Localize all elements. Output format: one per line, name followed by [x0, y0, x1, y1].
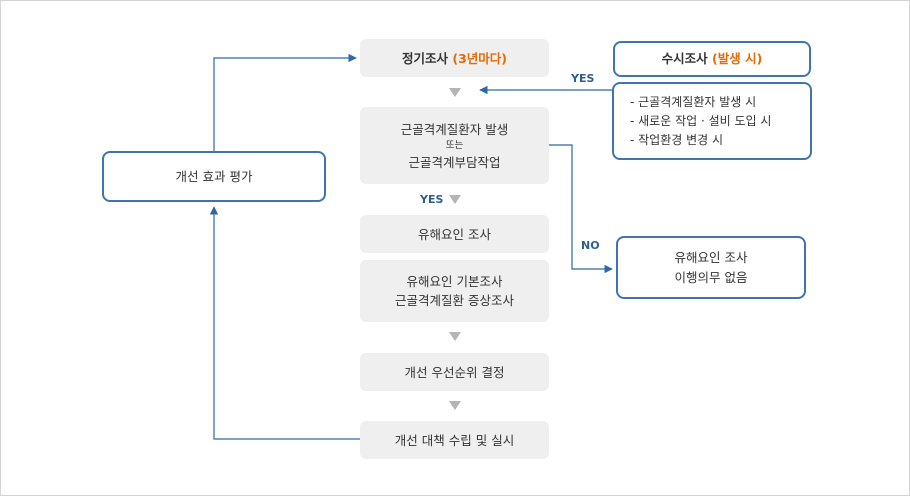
- yes-label-top: YES: [571, 72, 595, 85]
- trigger-line2: 근골격계부담작업: [408, 154, 501, 170]
- no-label: NO: [581, 239, 600, 252]
- condition-item: - 근골격계질환자 발생 시: [630, 94, 757, 109]
- periodic-title-accent: (3년마다): [452, 50, 507, 66]
- evaluation-label: 개선 효과 평가: [175, 168, 253, 184]
- basic-survey-line2: 근골격계질환 증상조사: [395, 293, 514, 308]
- hazard-survey-label: 유해요인 조사: [418, 226, 491, 242]
- connector-no-branch: [549, 144, 613, 274]
- yes-label-mid: YES: [420, 193, 444, 206]
- periodic-title: 정기조사: [402, 50, 449, 66]
- priority-box: 개선 우선순위 결정: [360, 353, 549, 391]
- condition-item: - 작업환경 변경 시: [630, 132, 724, 147]
- condition-item: - 새로운 작업 · 설비 도입 시: [630, 113, 772, 128]
- implementation-box: 개선 대책 수립 및 실시: [360, 421, 549, 459]
- basic-survey-box: 유해요인 기본조사 근골격계질환 증상조사: [360, 260, 549, 322]
- hazard-survey-box: 유해요인 조사: [360, 215, 549, 253]
- connector-implement-to-evaluation: [209, 206, 360, 440]
- flow-arrow-down: [449, 332, 461, 341]
- occasional-survey-box: 수시조사 (발생 시): [613, 41, 811, 77]
- no-duty-box: 유해요인 조사 이행의무 없음: [616, 236, 806, 299]
- trigger-condition-box: 근골격계질환자 발생 또는 근골격계부담작업: [360, 107, 549, 184]
- no-duty-line1: 유해요인 조사: [674, 249, 748, 265]
- trigger-or: 또는: [445, 139, 464, 151]
- priority-label: 개선 우선순위 결정: [404, 364, 505, 380]
- occasional-title: 수시조사: [661, 51, 708, 66]
- periodic-survey-box: 정기조사 (3년마다): [360, 39, 549, 77]
- implementation-label: 개선 대책 수립 및 실시: [394, 432, 515, 448]
- trigger-line1: 근골격계질환자 발생: [400, 121, 509, 137]
- occasional-conditions-box: - 근골격계질환자 발생 시 - 새로운 작업 · 설비 도입 시 - 작업환경…: [612, 82, 812, 160]
- flow-arrow-down: [449, 88, 461, 97]
- no-duty-line2: 이행의무 없음: [674, 269, 748, 285]
- occasional-title-accent: (발생 시): [712, 51, 763, 66]
- evaluation-box: 개선 효과 평가: [102, 151, 326, 202]
- connector-evaluation-to-periodic: [213, 53, 357, 151]
- basic-survey-line1: 유해요인 기본조사: [406, 274, 503, 289]
- flow-arrow-down: [449, 401, 461, 410]
- flow-arrow-down: [449, 195, 461, 204]
